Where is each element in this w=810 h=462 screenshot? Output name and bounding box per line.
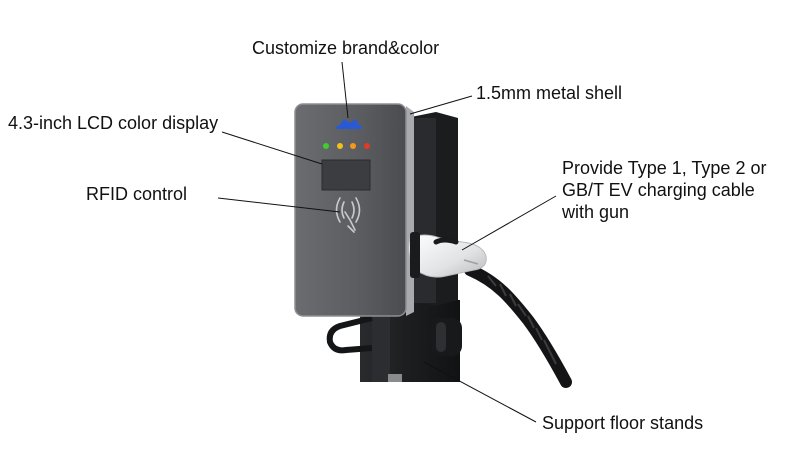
callout-cable-line-1: Provide Type 1, Type 2 or	[562, 158, 767, 178]
charging-cable	[464, 264, 572, 388]
callout-brand-color: Customize brand&color	[252, 38, 440, 58]
brand-logo-icon	[336, 119, 362, 129]
cable-ridges	[487, 275, 557, 365]
led-orange-icon	[350, 143, 356, 149]
leader-lcd	[221, 131, 323, 165]
callout-cable-line-2: GB/T EV charging cable	[562, 180, 755, 200]
led-green-icon	[323, 143, 329, 149]
led-yellow-icon	[337, 143, 343, 149]
callout-cable-line-3: with gun	[562, 202, 630, 222]
leader-rfid	[217, 197, 341, 213]
callout-metal-shell: 1.5mm metal shell	[476, 83, 623, 103]
stand-knob	[430, 318, 462, 356]
leader-lines	[217, 61, 557, 423]
callout-charging-cable: Provide Type 1, Type 2 or GB/T EV chargi…	[562, 157, 766, 223]
lcd-display	[321, 159, 371, 191]
leader-brand	[341, 61, 349, 119]
leader-shell	[409, 95, 473, 115]
leader-stand	[423, 361, 537, 423]
status-leds	[323, 143, 370, 149]
rfid-icon	[335, 197, 361, 233]
led-red-icon	[364, 143, 370, 149]
callout-rfid-control: RFID control	[86, 184, 188, 204]
charging-gun	[408, 232, 487, 278]
stand-handle	[326, 315, 373, 354]
callout-floor-stands: Support floor stands	[542, 413, 704, 433]
callout-lcd-display: 4.3-inch LCD color display	[8, 113, 219, 133]
leader-cable	[461, 195, 557, 251]
